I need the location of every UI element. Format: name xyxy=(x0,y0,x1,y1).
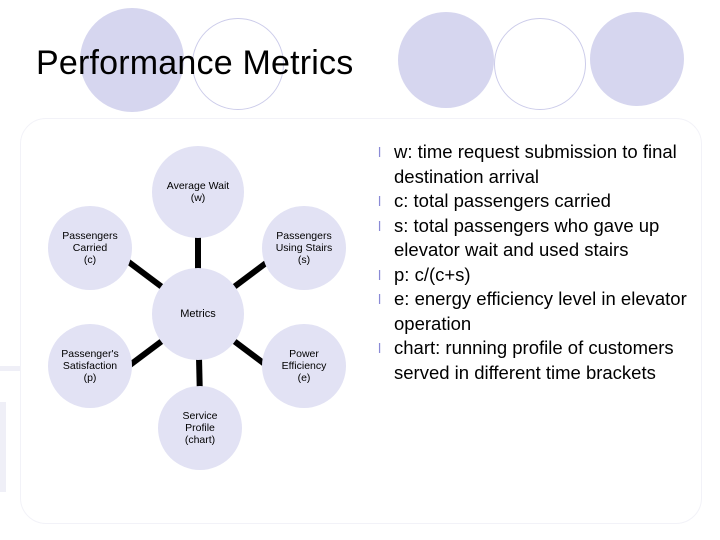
node-average-wait-line1: Average Wait xyxy=(166,180,230,192)
bullet-list: l w: time request submission to final de… xyxy=(378,140,696,385)
node-service-profile-line2: Profile xyxy=(185,422,215,434)
node-metrics-center: Metrics xyxy=(152,268,244,360)
bullet-marker-icon: l xyxy=(378,340,382,356)
bullet-marker-icon: l xyxy=(378,144,382,160)
bullet-text: chart: running profile of customers serv… xyxy=(394,337,674,383)
node-service-profile-line3: (chart) xyxy=(184,434,216,446)
metrics-diagram: Average Wait (w) Passengers Carried (c) … xyxy=(30,128,370,478)
node-average-wait-line2: (w) xyxy=(190,192,206,204)
bullet-text: c: total passengers carried xyxy=(394,190,611,211)
node-power-efficiency: Power Efficiency (e) xyxy=(262,324,346,408)
decorative-circle-outline-1 xyxy=(192,18,284,110)
node-average-wait: Average Wait (w) xyxy=(152,146,244,238)
node-passengers-using-stairs-line3: (s) xyxy=(297,254,311,266)
list-item: l chart: running profile of customers se… xyxy=(378,336,696,385)
bullet-text: e: energy efficiency level in elevator o… xyxy=(394,288,687,334)
bullet-marker-icon: l xyxy=(378,193,382,209)
node-passengers-carried: Passengers Carried (c) xyxy=(48,206,132,290)
node-service-profile-line1: Service xyxy=(182,410,218,422)
list-item: l e: energy efficiency level in elevator… xyxy=(378,287,696,336)
list-item: l s: total passengers who gave up elevat… xyxy=(378,214,696,263)
node-service-profile: Service Profile (chart) xyxy=(158,386,242,470)
bullet-text: p: c/(c+s) xyxy=(394,263,471,285)
list-item: l c: total passengers carried xyxy=(378,189,696,214)
node-passengers-using-stairs-line1: Passengers xyxy=(276,230,332,242)
node-passengers-using-stairs-line2: Using Stairs xyxy=(275,242,333,254)
content-panel xyxy=(20,118,702,524)
node-power-efficiency-line3: (e) xyxy=(297,372,311,384)
list-item: l w: time request submission to final de… xyxy=(378,140,696,189)
node-passengers-using-stairs: Passengers Using Stairs (s) xyxy=(262,206,346,290)
node-passengers-carried-line3: (c) xyxy=(83,254,97,266)
node-passenger-satisfaction-line2: Satisfaction xyxy=(62,360,118,372)
bullet-text: s: total passengers who gave up elevator… xyxy=(394,214,660,261)
decorative-circle-filled-1 xyxy=(80,8,184,112)
bullet-text: w: time request submission to final dest… xyxy=(394,141,677,187)
bullet-marker-icon: l xyxy=(378,217,382,234)
bullet-marker-icon: l xyxy=(378,291,382,307)
list-item: l p: c/(c+s) xyxy=(378,263,696,288)
decorative-circle-filled-3 xyxy=(590,12,684,106)
decorative-circle-filled-2 xyxy=(398,12,494,108)
node-passenger-satisfaction: Passenger's Satisfaction (p) xyxy=(48,324,132,408)
node-passengers-carried-line2: Carried xyxy=(72,242,108,254)
node-passengers-carried-line1: Passengers xyxy=(62,230,118,242)
node-passenger-satisfaction-line1: Passenger's xyxy=(61,348,119,360)
node-power-efficiency-line2: Efficiency xyxy=(281,360,327,372)
node-power-efficiency-line1: Power xyxy=(289,348,319,360)
bullet-marker-icon: l xyxy=(378,266,382,283)
node-metrics-label: Metrics xyxy=(180,308,216,320)
page-title: Performance Metrics xyxy=(36,44,354,82)
node-passenger-satisfaction-line3: (p) xyxy=(83,372,97,384)
decorative-circle-outline-2 xyxy=(494,18,586,110)
